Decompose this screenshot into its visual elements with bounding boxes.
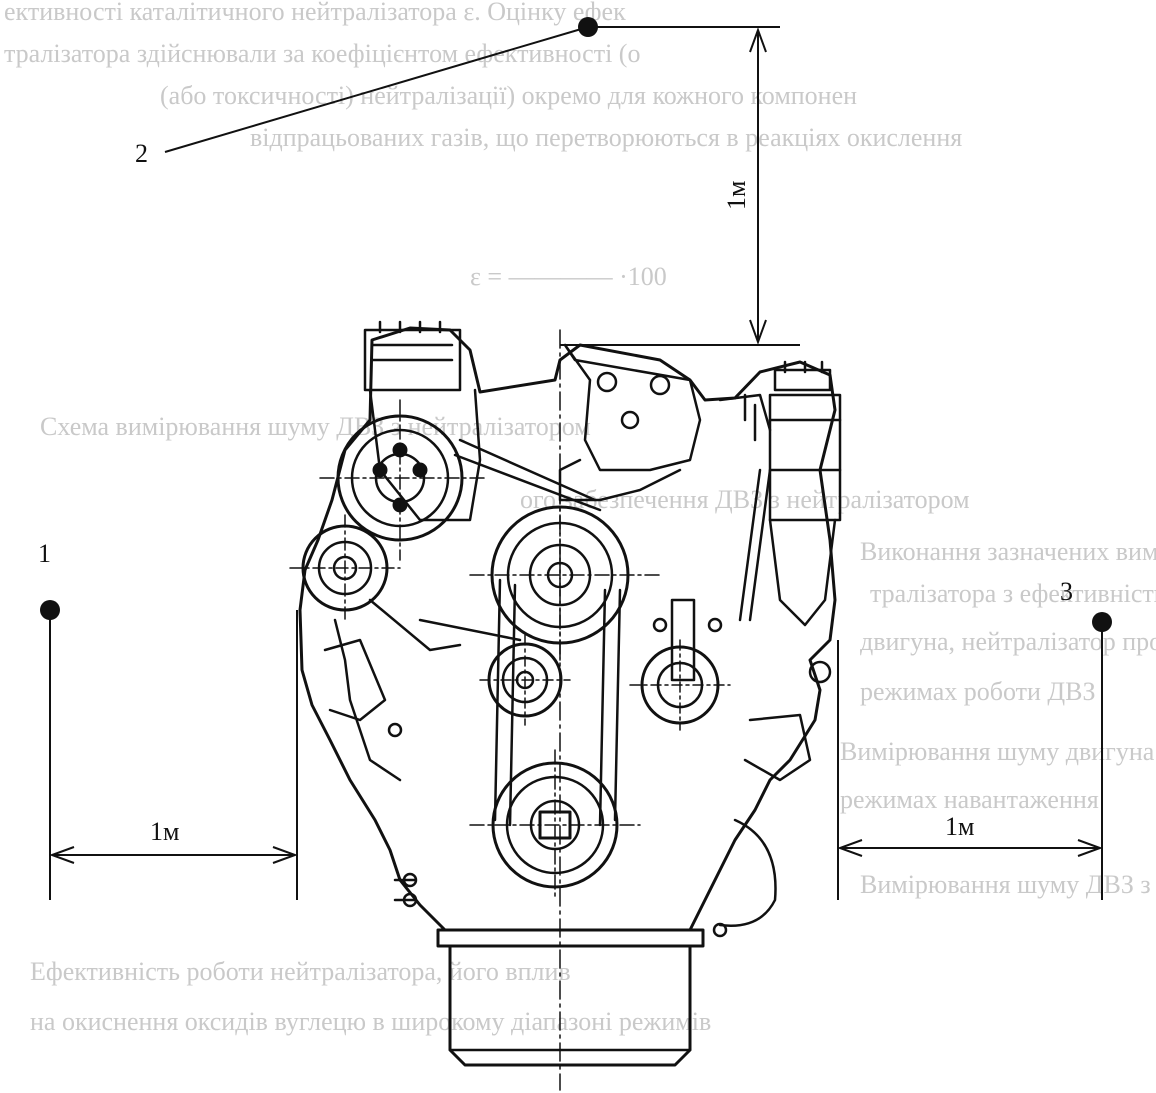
right-arrow-left [837,839,863,857]
bg-text-line-2: тралізатора здійснювали за коефіцієнтом … [4,39,640,68]
diagram-labels: 1 2 3 1м 1м 1м [38,139,1073,846]
engine-drawing [289,320,842,1091]
point-2-label: 2 [135,139,148,168]
point-2-leader [164,26,589,153]
top-arrow-up [749,27,767,53]
bg-para-8: Ефективність роботи нейтралізатора, його… [30,957,571,986]
left-dimension-label: 1м [150,817,179,846]
bg-para-9: на окиснення оксидів вуглецю в широкому … [30,1007,711,1036]
air-intake-housing [558,343,702,502]
left-small-pulley [289,514,401,621]
measurement-annotations [49,26,1103,900]
bg-para-7: Вимірювання шуму ДВЗ з нейтралізатором у [860,870,1156,899]
point-2-dot [578,17,598,37]
oil-pan [436,928,705,1067]
point-3-label: 3 [1060,577,1073,606]
point-3-dot [1092,612,1112,632]
alternator-pulley [319,399,486,561]
fuel-filter [718,360,842,684]
right-pulley [629,598,731,731]
right-arrow-right [1077,839,1103,857]
top-dimension-label: 1м [722,181,751,210]
left-arrow-right [272,846,298,864]
bg-text-line-1: ективності каталітичного нейтралізатора … [4,0,626,26]
measurement-points [40,17,1112,632]
bg-text-line-3: (або токсичності) нейтралізації) окремо … [160,81,857,110]
tensioner-pulley [479,634,571,726]
point-1-dot [40,600,60,620]
engine-outline [298,326,837,932]
bg-para-2: тралізатора з ефективністю і безпечністю… [870,579,1156,608]
left-arrow-left [49,846,75,864]
bg-formula: ε = ———— ·100 [470,262,667,291]
bg-caption-1: Схема вимірювання шуму ДВЗ з нейтралізат… [40,412,591,441]
bg-para-5: Вимірювання шуму двигуна при роботі на [840,737,1156,766]
right-dimension-label: 1м [945,812,974,841]
point-1-label: 1 [38,539,51,568]
drive-belts [418,438,622,827]
right-side-details [652,468,812,938]
top-arrow-down [749,319,767,345]
left-side-details [323,598,462,908]
bg-para-3: двигуна, нейтралізатор прогрівається [860,627,1156,656]
bg-para-4: режимах роботи ДВЗ [860,677,1096,706]
bg-text-line-4: відпрацьованих газів, що перетворюються … [250,123,962,152]
bg-para-1: Виконання зазначених вимог, забезпечує ф… [860,537,1156,566]
crankshaft-pulley [469,749,641,901]
bg-para-6: режимах навантаження [840,785,1099,814]
